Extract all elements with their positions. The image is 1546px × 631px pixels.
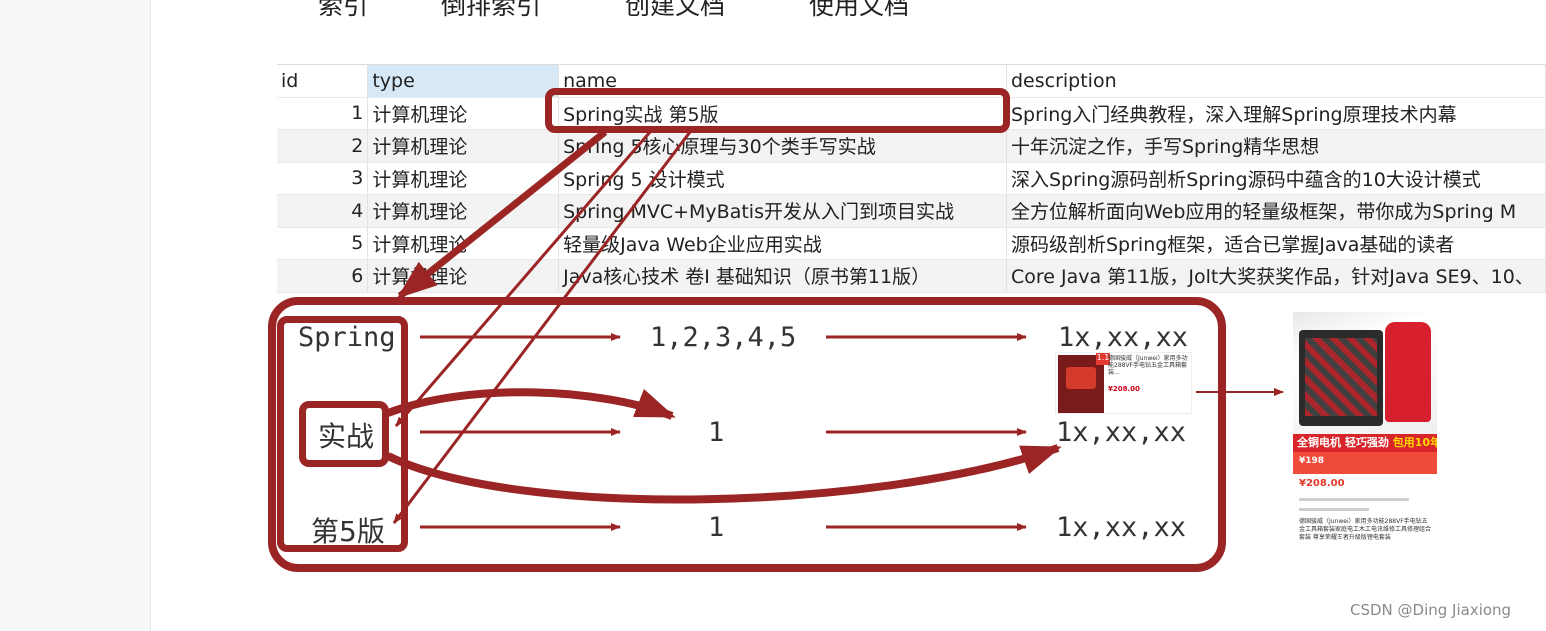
cell-type: 计算机理论 [367,97,560,130]
cell-description: 深入Spring源码剖析Spring源码中蕴含的10大设计模式 [1006,162,1546,195]
product-thumbnail[interactable]: 1.1 德国骏威（Junwei）家用多功能288VF手电钻五金工具箱套装... … [1055,352,1192,414]
cell-name: Java核心技术 卷I 基础知识（原书第11版） [558,259,1007,293]
table-row[interactable]: 1 计算机理论 Spring实战 第5版 Spring入门经典教程，深入理解Sp… [277,97,1546,130]
term-spring: Spring [298,322,396,353]
cell-name: Spring实战 第5版 [558,97,1007,130]
cell-description: Spring入门经典教程，深入理解Spring原理技术内幕 [1006,97,1546,130]
cell-description: 全方位解析面向Web应用的轻量级框架，带你成为Spring M [1006,194,1546,228]
tab-use-doc[interactable]: 使用文档 [809,0,910,20]
cell-id: 6 [277,259,369,293]
doc-ids-spring: 1,2,3,4,5 [650,322,797,353]
documents-table: id type name description 1 计算机理论 Spring实… [277,64,1546,293]
cell-type: 计算机理论 [367,129,560,163]
price-tag: ¥198 [1299,456,1325,466]
doc-ids-shizhan: 1 [708,417,725,448]
placeholder-line [1299,498,1409,501]
column-header-id[interactable]: id [277,64,369,98]
product-price: ¥208.00 [1299,478,1345,489]
column-header-description[interactable]: description [1006,64,1546,98]
tab-inverted-index[interactable]: 倒排索引 [441,0,542,20]
product-description: 德国骏威（Junwei）家用多功能288VF手电钻五金工具箱套装家庭电工木工电讯… [1299,518,1432,541]
cell-id: 5 [277,227,369,260]
cell-id: 4 [277,194,369,228]
banner-slogan: 全铜电机 轻巧强劲 [1297,436,1389,449]
posting-di5ban: 1x,xx,xx [1056,512,1187,543]
arrow-name-to-shizhan [394,131,652,427]
table-row[interactable]: 2 计算机理论 Spring 5核心原理与30个类手写实战 十年沉淀之作，手写S… [277,129,1546,163]
cell-type: 计算机理论 [367,162,560,195]
tab-create-doc[interactable]: 创建文档 [625,0,726,20]
table-row[interactable]: 3 计算机理论 Spring 5 设计模式 深入Spring源码剖析Spring… [277,162,1546,195]
posting-spring: 1x,xx,xx [1058,322,1189,353]
watermark: CSDN @Ding Jiaxiong [1350,601,1512,619]
term-di5ban: 第5版 [311,515,385,548]
product-thumbnail-badge: 1.1 [1096,353,1110,365]
cell-name: Spring MVC+MyBatis开发从入门到项目实战 [558,194,1007,228]
drill-image [1385,322,1431,422]
curve-shizhan-to-posting [386,444,1062,504]
arrow-name-to-spring [396,129,608,299]
product-banner: 全铜电机 轻巧强劲 包用10年 [1293,434,1437,452]
cell-description: Core Java 第11版，Jolt大奖获奖作品，针对Java SE9、10、 [1006,259,1546,293]
cell-name: 轻量级Java Web企业应用实战 [558,227,1007,260]
posting-shizhan: 1x,xx,xx [1056,417,1187,448]
terms-box [277,316,408,552]
cell-description: 十年沉淀之作，手写Spring精华思想 [1006,129,1546,163]
product-thumbnail-title: 德国骏威（Junwei）家用多功能288VF手电钻五金工具箱套装... [1108,355,1188,376]
price-bar: ¥198 [1293,452,1437,474]
cell-name: Spring 5核心原理与30个类手写实战 [558,129,1007,163]
product-thumbnail-price: ¥208.00 [1108,385,1140,393]
curve-shizhan-to-id [386,388,676,420]
term-highlight-box [299,401,389,467]
doc-ids-di5ban: 1 [708,512,725,543]
cell-id: 1 [277,97,369,130]
toolbox-image [1299,330,1383,426]
cell-type: 计算机理论 [367,194,560,228]
product-image [1293,312,1437,434]
banner-warranty: 包用10年 [1392,436,1437,449]
left-gutter [0,0,151,631]
product-card[interactable]: 全铜电机 轻巧强劲 包用10年 ¥198 ¥208.00 德国骏威（Junwei… [1293,312,1437,552]
cell-id: 3 [277,162,369,195]
term-shizhan: 实战 [318,420,375,453]
cell-name: Spring 5 设计模式 [558,162,1007,195]
inverted-index-frame [268,297,1226,572]
name-highlight-box [545,88,1010,133]
tab-index[interactable]: 索引 [318,0,369,20]
cell-id: 2 [277,129,369,163]
cell-description: 源码级剖析Spring框架，适合已掌握Java基础的读者 [1006,227,1546,260]
column-header-type[interactable]: type [367,64,560,98]
arrow-name-to-di5ban [392,131,692,524]
placeholder-line [1299,508,1369,511]
table-row[interactable]: 4 计算机理论 Spring MVC+MyBatis开发从入门到项目实战 全方位… [277,194,1546,228]
